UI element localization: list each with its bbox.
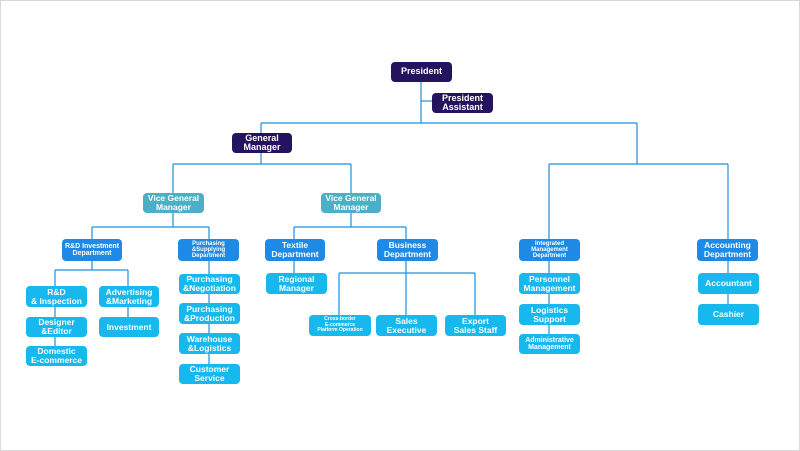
node-integrated-management-department: Integrated Management Department (519, 239, 580, 261)
node-business-department: Business Department (377, 239, 438, 261)
node-rd-investment-department: R&D Investment Department (62, 239, 122, 261)
node-cross-border-ecommerce: Cross-border E-commerce Platform Operati… (309, 315, 371, 336)
node-purchasing-supplying-department: Purchasing &Supplying Department (178, 239, 239, 261)
node-logistics-support: Logistics Support (519, 304, 580, 325)
node-president: President (391, 62, 452, 82)
node-president-assistant: President Assistant (432, 93, 493, 113)
node-sales-executive: Sales Executive (376, 315, 437, 336)
node-customer-service: Customer Service (179, 364, 240, 384)
node-warehouse-logistics: Warehouse &Logistics (179, 333, 240, 354)
node-cashier: Cashier (698, 304, 759, 325)
node-vice-general-manager-left: Vice General Manager (143, 193, 204, 213)
node-textile-department: Textile Department (265, 239, 325, 261)
node-export-sales-staff: Export Sales Staff (445, 315, 506, 336)
node-accounting-department: Accounting Department (697, 239, 758, 261)
node-domestic-ecommerce: Domestic E-commerce (26, 346, 87, 366)
node-purchasing-production: Purchasing &Production (179, 303, 240, 324)
node-general-manager: General Manager (232, 133, 292, 153)
node-purchasing-negotiation: Purchasing &Negotiation (179, 274, 240, 294)
node-advertising-marketing: Advertising &Marketing (99, 286, 159, 307)
node-vice-general-manager-right: Vice General Manager (321, 193, 381, 213)
node-accountant: Accountant (698, 273, 759, 294)
node-personnel-management: Personnel Management (519, 273, 580, 294)
node-designer-editor: Designer &Editor (26, 317, 87, 337)
node-administrative-management: Administrative Management (519, 334, 580, 354)
node-investment: Investment (99, 317, 159, 337)
node-regional-manager: Regional Manager (266, 273, 327, 294)
node-rd-inspection: R&D & Inspection (26, 286, 87, 307)
